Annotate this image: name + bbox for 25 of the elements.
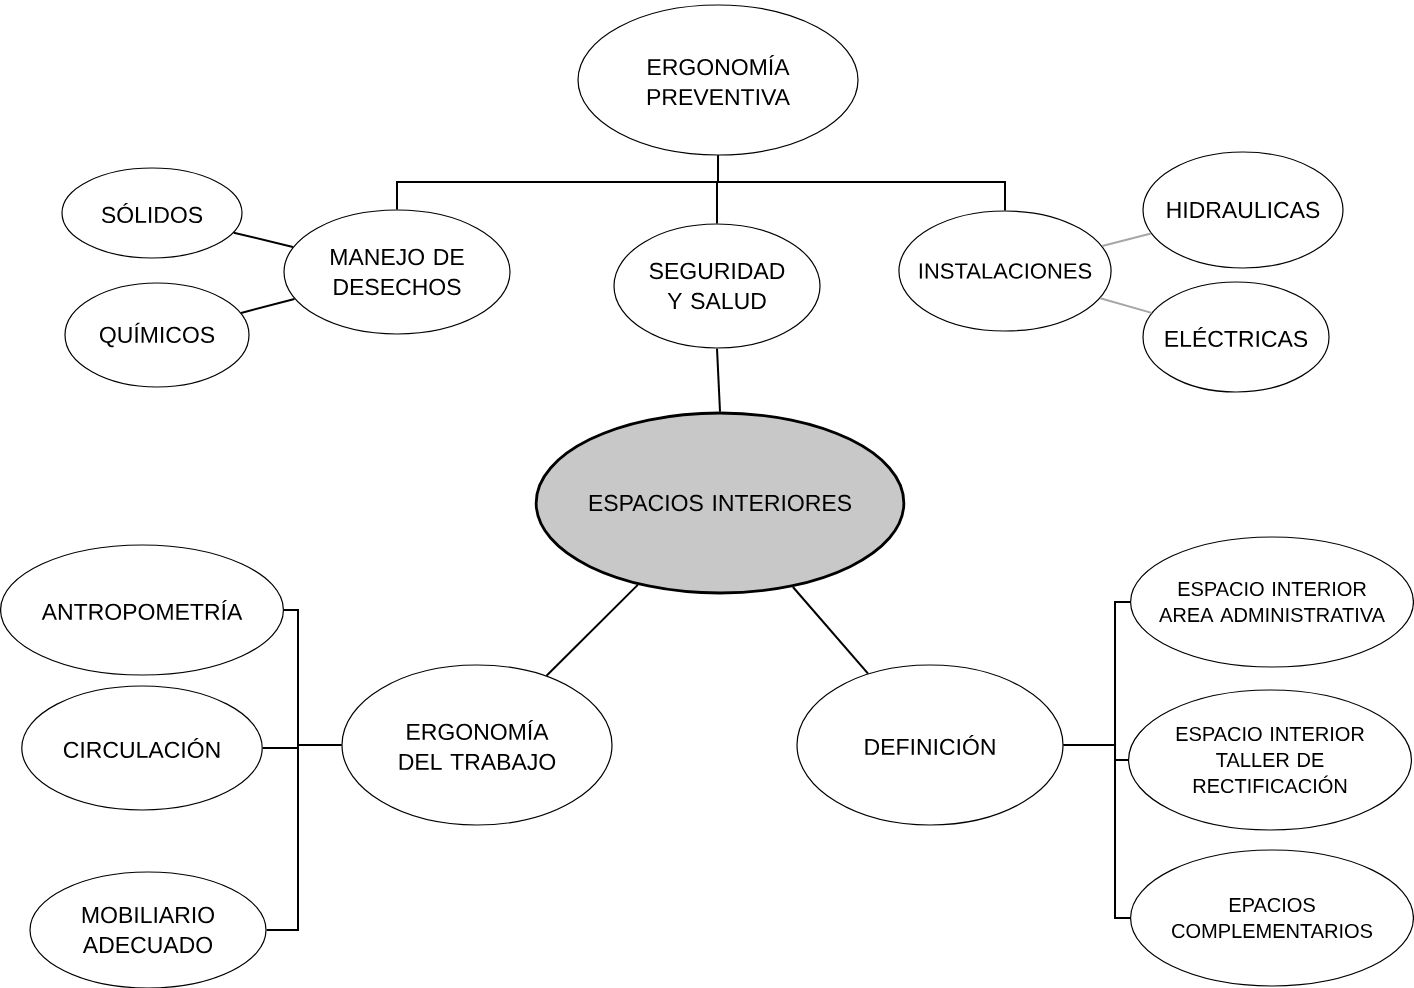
ellipse-node: ERGONOMÍA PREVENTIVA: [577, 4, 859, 156]
ellipse-node: INSTALACIONES: [898, 210, 1112, 332]
connector-line: [265, 744, 343, 931]
connector-line: [1101, 232, 1152, 248]
connector-line: [791, 586, 870, 675]
connector-line: [232, 231, 294, 248]
ellipse-node: ESPACIO INTERIOR TALLER DE RECTIFICACIÓN: [1128, 689, 1413, 831]
ellipse-node: ERGONOMÍA DEL TRABAJO: [341, 664, 613, 826]
connector-line: [545, 583, 639, 677]
ellipse-node: QUÍMICOS: [64, 282, 250, 388]
ellipse-node: DEFINICIÓN: [796, 664, 1064, 826]
ellipse-node: EPACIOS COMPLEMENTARIOS: [1130, 849, 1414, 987]
ellipse-node: CIRCULACIÓN: [21, 685, 263, 811]
connector-line: [1099, 297, 1153, 314]
connector-line: [1062, 744, 1131, 919]
ellipse-node: MANEJO DE DESECHOS: [283, 209, 511, 335]
ellipse-node: SÓLIDOS: [61, 167, 243, 259]
ellipse-node: ELÉCTRICAS: [1142, 281, 1330, 393]
ellipse-node: ANTROPOMETRÍA: [0, 544, 285, 676]
connector-line: [716, 347, 721, 413]
ellipse-node: HIDRAULICAS: [1142, 151, 1344, 269]
connector-line: [717, 154, 1006, 212]
ellipse-node: ESPACIO INTERIOR AREA ADMINISTRATIVA: [1130, 536, 1414, 668]
ellipse-node: SEGURIDAD Y SALUD: [613, 223, 821, 349]
connector-line: [240, 297, 296, 314]
